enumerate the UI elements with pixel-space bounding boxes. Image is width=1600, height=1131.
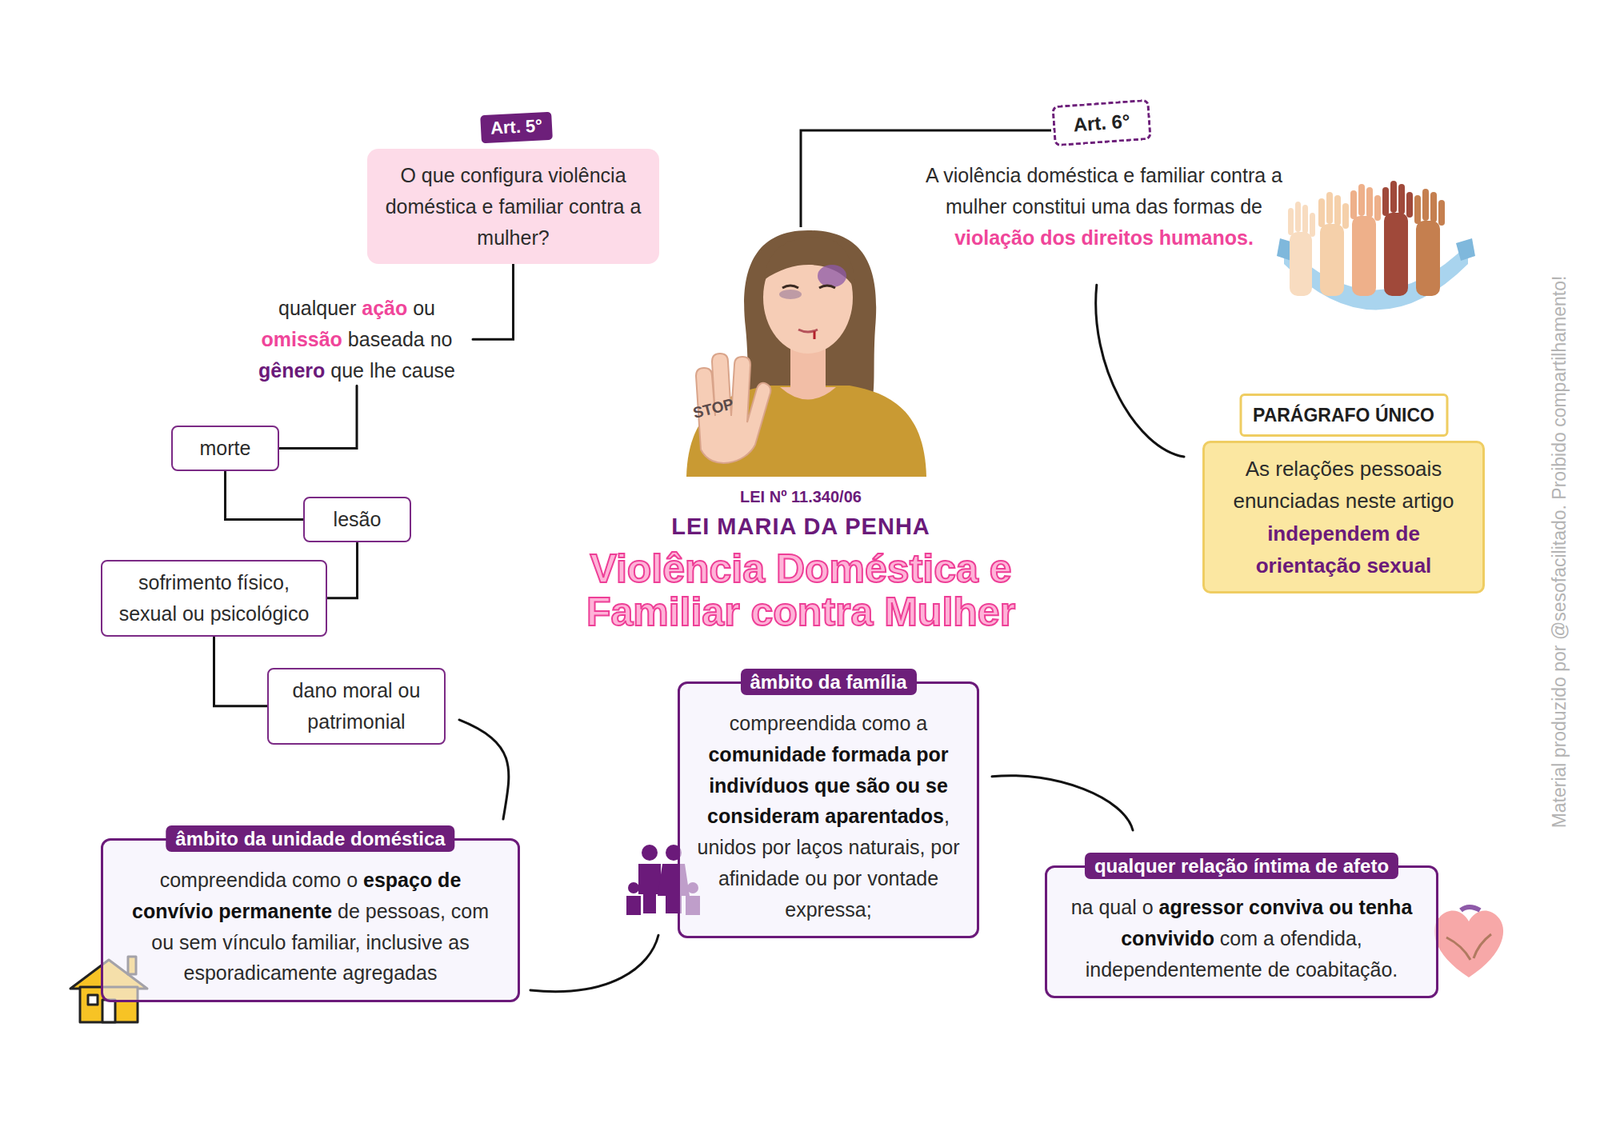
connector [327,542,358,599]
node-text: O que configura violência doméstica e fa… [385,164,642,249]
node-text: comunidade formada por indivíduos que sã… [707,743,948,828]
connector [472,264,514,340]
heading-tag: qualquer relação íntima de afeto [1084,852,1399,880]
node-text: na qual o [1071,896,1154,919]
node-text: ação [361,296,408,320]
node-text: ou [412,296,436,320]
connector [279,385,357,448]
node-body: lesão [312,504,402,536]
node-body: qualquer ação ou omissão baseada no gêne… [240,292,473,386]
node-text: Art. 6° [1072,110,1132,136]
node-text: lesão [333,508,382,531]
node-body: A violência doméstica e familiar contra … [920,160,1288,253]
connector [530,935,659,992]
definition-text: qualquer ação ou omissão baseada no gêne… [240,292,473,386]
node-text: morte [200,436,252,460]
hands-illustration [1276,180,1476,311]
paragraph-box: PARÁGRAFO ÚNICOAs relações pessoais enun… [1202,440,1485,594]
node-text: independem de orientação sexual [1256,521,1432,578]
article-text: A violência doméstica e familiar contra … [920,160,1288,253]
node-body: O que configura violência doméstica e fa… [381,160,645,253]
heart-icon [1434,907,1504,978]
article-tag: Art. 6° [1051,99,1152,148]
node-text: violação dos direitos humanos. [954,226,1254,249]
node-text: compreendida como o [160,868,358,892]
heading-tag: âmbito da unidade doméstica [165,825,455,852]
consequence-box: lesão [303,496,412,543]
scope-box: qualquer relação íntima de afetona qual … [1044,865,1439,999]
scope-box: âmbito da unidade domésticacompreendida … [100,838,520,1003]
connector [459,720,509,820]
heading-tag: âmbito da família [740,668,916,696]
node-text: que lhe cause [330,359,456,382]
node-text: baseada no [348,328,453,351]
node-text: A violência doméstica e familiar contra … [925,164,1283,218]
watermark: Material produzido por @sesofacilitado. … [1548,276,1571,829]
node-text: compreendida como a [729,712,928,735]
diagram-title: Violência Doméstica e Familiar contra Mu… [536,547,1065,634]
node-text: As relações pessoais enunciadas neste ar… [1232,456,1454,513]
consequence-box: dano moral ou patrimonial [267,668,446,745]
heading-tag: PARÁGRAFO ÚNICO [1239,393,1448,437]
consequence-box: morte [171,425,280,472]
node-body: compreendida como o espaço de convívio p… [119,864,502,989]
node-text: omissão [260,328,342,351]
connector [1096,284,1184,457]
scope-box: âmbito da famíliacompreendida como a com… [677,681,980,939]
node-body: sofrimento físico, sexual ou psicológico [110,567,318,630]
heading-tag: Art. 5° [480,112,553,144]
node-body: dano moral ou patrimonial [276,675,436,738]
connector [992,776,1133,831]
woman-illustration [686,230,927,477]
node-body: compreendida como a comunidade formada p… [696,708,961,925]
connector [225,471,304,520]
node-body: Art. 6° [1064,105,1140,141]
node-body: na qual o agressor conviva ou tenha conv… [1063,892,1420,985]
node-body: As relações pessoais enunciadas neste ar… [1219,452,1468,582]
consequence-box: sofrimento físico, sexual ou psicológico [100,560,328,637]
node-text: sofrimento físico, sexual ou psicológico [119,571,310,625]
question-box: Art. 5°O que configura violência domésti… [367,148,660,264]
node-body: morte [180,432,270,464]
node-text: dano moral ou patrimonial [292,679,421,733]
node-text: gênero [258,359,325,382]
node-text: qualquer [278,296,356,320]
connector [214,636,268,707]
